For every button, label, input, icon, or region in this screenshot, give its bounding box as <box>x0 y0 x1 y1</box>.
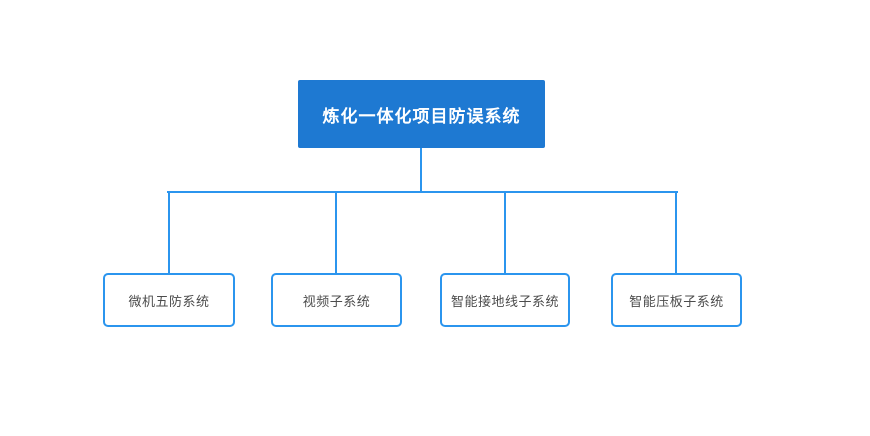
child-node-4-label: 智能压板子系统 <box>629 293 724 309</box>
root-node[interactable]: 炼化一体化项目防误系统 <box>298 80 545 148</box>
connector-root-stub <box>420 148 422 193</box>
child-node-1-label: 微机五防系统 <box>128 293 210 309</box>
child-node-2[interactable]: 视频子系统 <box>271 273 402 327</box>
connector-stub-child-3 <box>504 191 506 273</box>
child-node-4[interactable]: 智能压板子系统 <box>611 273 742 327</box>
root-node-label: 炼化一体化项目防误系统 <box>322 106 521 126</box>
connector-stub-child-2 <box>335 191 337 273</box>
child-node-3-label: 智能接地线子系统 <box>450 293 559 309</box>
child-node-2-label: 视频子系统 <box>302 293 371 309</box>
connector-stub-child-4 <box>675 191 677 273</box>
connector-stub-child-1 <box>168 191 170 273</box>
child-node-3[interactable]: 智能接地线子系统 <box>440 273 570 327</box>
child-node-1[interactable]: 微机五防系统 <box>103 273 235 327</box>
connector-horizontal-rail <box>167 191 678 193</box>
